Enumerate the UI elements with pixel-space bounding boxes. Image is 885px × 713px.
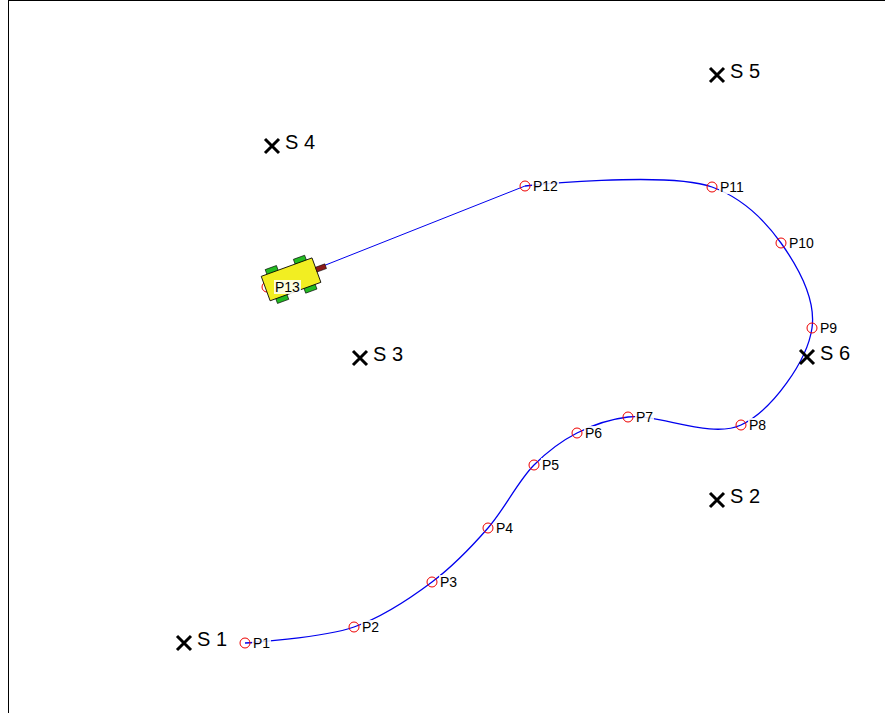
waypoint-label: P13 <box>274 280 301 294</box>
waypoint-marker <box>427 577 437 587</box>
waypoint-marker <box>623 412 633 422</box>
trajectory-layer <box>245 180 813 643</box>
sensor-cross <box>353 351 367 365</box>
robot-vehicle <box>260 250 332 306</box>
sensor-label: S 4 <box>285 132 315 152</box>
waypoint-label: P2 <box>361 620 380 634</box>
waypoint-label: P12 <box>532 179 559 193</box>
waypoint-label: P7 <box>635 410 654 424</box>
trajectory-segment <box>318 186 525 268</box>
waypoint-label: P3 <box>439 575 458 589</box>
trajectory-curve <box>245 180 813 643</box>
sensor-label: S 1 <box>197 629 227 649</box>
sensor-cross <box>800 350 814 364</box>
waypoint-label: P6 <box>584 426 603 440</box>
waypoint-label: P4 <box>495 521 514 535</box>
waypoint-marker <box>807 323 817 333</box>
waypoint-marker <box>707 182 717 192</box>
waypoint-marker <box>349 622 359 632</box>
frame-border <box>9 1 885 713</box>
sensor-label: S 2 <box>730 486 760 506</box>
sensor-label: S 3 <box>373 344 403 364</box>
waypoint-marker <box>529 460 539 470</box>
waypoint-marker <box>572 428 582 438</box>
sensor-cross <box>265 139 279 153</box>
waypoint-marker <box>483 523 493 533</box>
sensor-label: S 5 <box>730 61 760 81</box>
marker-layer <box>177 68 817 650</box>
sensor-cross <box>710 68 724 82</box>
waypoint-label: P8 <box>748 418 767 432</box>
waypoint-label: P11 <box>719 180 745 194</box>
waypoint-label: P1 <box>252 636 271 650</box>
sensor-cross <box>710 493 724 507</box>
waypoint-label: P9 <box>819 321 838 335</box>
sensor-cross <box>177 636 191 650</box>
waypoint-marker <box>736 420 746 430</box>
waypoint-marker <box>240 638 250 648</box>
waypoint-marker <box>520 181 530 191</box>
waypoint-marker <box>776 238 786 248</box>
sensor-label: S 6 <box>820 343 850 363</box>
waypoint-label: P5 <box>541 458 560 472</box>
waypoint-label: P10 <box>788 236 815 250</box>
